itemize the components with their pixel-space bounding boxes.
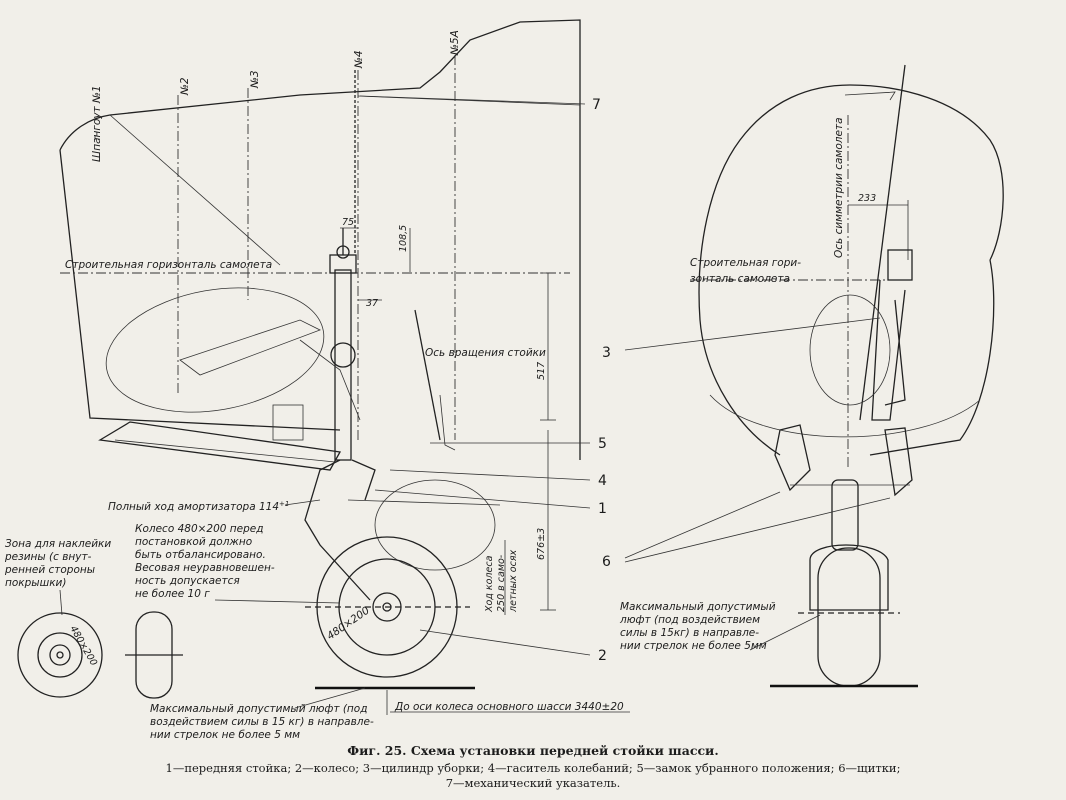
horizontal-right-1: Строительная гори- bbox=[690, 257, 801, 269]
dim-75: 75 bbox=[342, 217, 354, 228]
caption-legend-2: 7—механический указатель. bbox=[445, 776, 621, 790]
zone-note-3: ренней стороны bbox=[4, 564, 95, 576]
wheel-note-2: постановкой должно bbox=[135, 536, 252, 548]
wheel-note-6: не более 10 г bbox=[135, 588, 210, 600]
dim-108: 108,5 bbox=[398, 225, 409, 252]
wheel-note-1: Колесо 480×200 перед bbox=[135, 523, 264, 535]
caption-legend-1: 1—передняя стойка; 2—колесо; 3—цилиндр у… bbox=[165, 761, 901, 775]
full-stroke-label: Полный ход амортизатора 114+1 bbox=[108, 500, 289, 513]
caption-title: Фиг. 25. Схема установки передней стойки… bbox=[347, 743, 719, 758]
play-right-1: Максимальный допустимый bbox=[620, 601, 776, 613]
main-strut bbox=[334, 269, 352, 461]
callout-3: 3 bbox=[602, 345, 611, 361]
horizontal-left-label: Строительная горизонталь самолета bbox=[65, 259, 272, 271]
zone-note-1: Зона для наклейки bbox=[5, 538, 111, 550]
landing-gear-diagram: Шпангоут №1 №2 №3 №4 №5А Строительная го… bbox=[4, 19, 1004, 740]
play-left-1: Максимальный допустимый люфт (под bbox=[150, 703, 367, 715]
dim-233: 233 bbox=[858, 193, 876, 204]
play-right-3: силы в 15кг) в направле- bbox=[620, 627, 759, 639]
figure-caption: Фиг. 25. Схема установки передней стойки… bbox=[0, 743, 1066, 791]
dim-676: 676±3 bbox=[536, 528, 547, 560]
tire-size-label: 480×200 bbox=[325, 604, 372, 642]
front-wheel bbox=[817, 547, 881, 687]
wheel-note-3: быть отбалансировано. bbox=[135, 549, 266, 561]
main-gear-distance: До оси колеса основного шасси 3440±20 bbox=[394, 701, 624, 713]
play-left-3: нии стрелок не более 5 мм bbox=[150, 729, 300, 740]
station-3-label: №3 bbox=[249, 70, 261, 89]
play-left-2: воздействием силы в 15 кг) в направле- bbox=[150, 716, 374, 728]
wheel-note-4: Весовая неуравновешен- bbox=[135, 562, 275, 574]
wheel-stroke-1: Ход колеса bbox=[484, 555, 495, 613]
fuselage-outline bbox=[59, 19, 581, 460]
rotation-axis-label: Ось вращения стойки bbox=[425, 347, 546, 359]
dim-517: 517 bbox=[536, 362, 547, 380]
fuselage-section bbox=[698, 84, 1004, 456]
front-view: Ось симметрии самолета 233 Строительная … bbox=[602, 64, 1004, 688]
callout-7: 7 bbox=[592, 97, 601, 113]
callout-2: 2 bbox=[598, 648, 607, 664]
callout-4: 4 bbox=[598, 473, 607, 489]
zone-note-2: резины (с внут- bbox=[4, 551, 92, 563]
callout-5: 5 bbox=[598, 436, 607, 452]
dim-37: 37 bbox=[366, 298, 378, 309]
station-2-label: №2 bbox=[179, 77, 191, 96]
station-5a-label: №5А bbox=[449, 30, 461, 56]
wheel-stroke-2: 250 в само- bbox=[496, 554, 507, 612]
symmetry-axis-label: Ось симметрии самолета bbox=[833, 117, 845, 258]
station-4-label: №4 bbox=[353, 50, 365, 69]
side-view: Шпангоут №1 №2 №3 №4 №5А Строительная го… bbox=[4, 19, 630, 740]
zone-note-4: покрышки) bbox=[5, 577, 66, 589]
play-right-4: нии стрелок не более 5мм bbox=[620, 640, 767, 652]
horizontal-right-2: зонталь самолета bbox=[690, 273, 790, 285]
wheel-stroke-3: летных осях bbox=[508, 549, 519, 613]
play-right-2: люфт (под воздействием bbox=[619, 614, 760, 626]
callout-6: 6 bbox=[602, 554, 611, 570]
callout-1: 1 bbox=[598, 501, 607, 517]
tire-detail-front bbox=[17, 612, 103, 698]
wheel-note-5: ность допускается bbox=[135, 575, 240, 587]
station-1-label: Шпангоут №1 bbox=[91, 85, 103, 162]
fairing-flap bbox=[98, 421, 342, 471]
